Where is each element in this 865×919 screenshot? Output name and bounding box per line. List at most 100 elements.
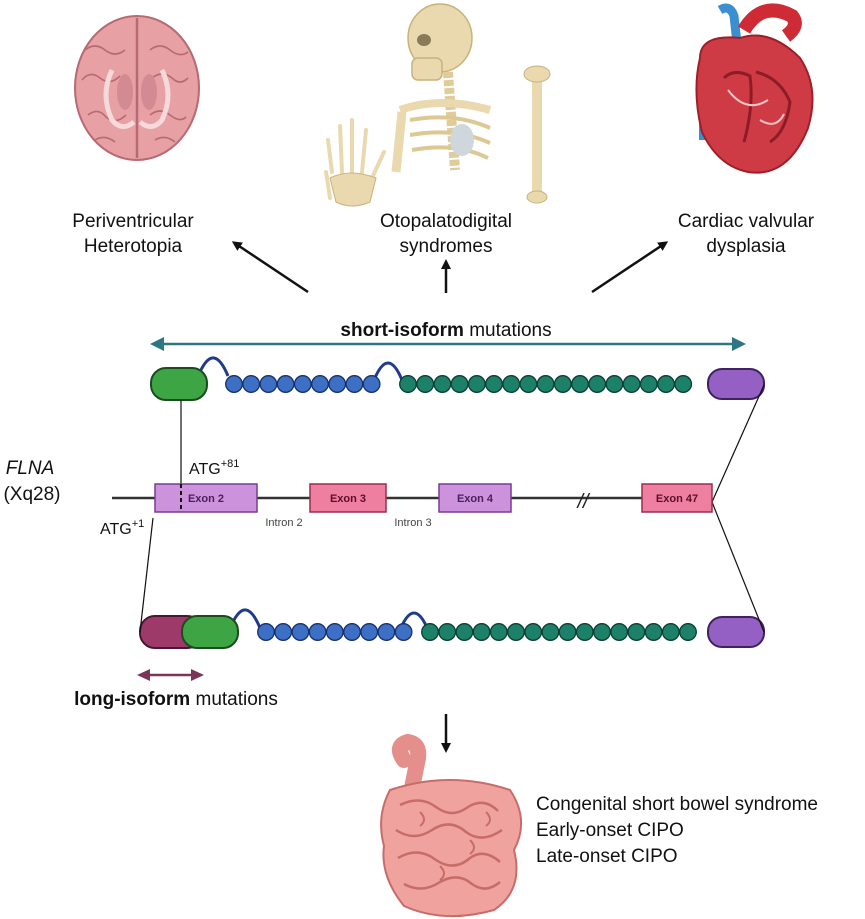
atg81-label: ATG+81 (189, 458, 239, 478)
ig-domain-teal (438, 623, 457, 641)
c-terminal-domain-long (707, 616, 765, 648)
c-terminal-domain (707, 368, 765, 400)
ig-domain-teal (593, 623, 611, 641)
ig-domain-blue (274, 623, 293, 641)
skeleton-icon (324, 3, 551, 207)
ig-domain-blue (325, 623, 344, 641)
hinge-1 (198, 356, 230, 377)
ig-domain-teal (674, 375, 693, 393)
ig-domain-blue (242, 375, 261, 393)
atg1-sup: +1 (132, 518, 145, 530)
gene-break-mark: // (575, 491, 591, 513)
short-isoform-label: short-isoform mutations (340, 320, 551, 341)
bowel-condition-3: Late-onset CIPO (536, 846, 678, 867)
ig-domain-teal (657, 375, 675, 393)
gene-name: FLNA (6, 458, 55, 479)
blue-domains (225, 375, 381, 393)
ig-domain-teal (639, 375, 658, 393)
exon-3-label: Exon 3 (330, 493, 366, 505)
arrow-to-brain (231, 241, 309, 294)
short-isoform-bold: short-isoform (340, 320, 464, 341)
ig-domain-blue (394, 623, 413, 641)
ig-domain-teal (541, 623, 560, 641)
ig-domain-teal (399, 375, 417, 393)
bowel-condition-1: Congenital short bowel syndrome (536, 794, 818, 815)
ig-domain-teal (536, 375, 555, 393)
ig-domain-blue (259, 375, 278, 393)
ig-domain-teal (679, 623, 697, 641)
short-isoform-range-arrow (150, 337, 746, 351)
ig-domain-teal (553, 375, 572, 393)
ig-domain-blue (328, 375, 347, 393)
exon-3-box (309, 483, 387, 513)
bowel-condition-2: Early-onset CIPO (536, 820, 684, 841)
ig-domain-blue (257, 623, 275, 641)
blue-domains-long (257, 623, 413, 641)
ig-domain-teal (485, 375, 503, 393)
heart-label-line2: dysplasia (706, 236, 786, 257)
hinge-1-long (230, 608, 262, 629)
atg81-base: ATG (189, 461, 221, 478)
ig-domain-blue (308, 623, 327, 641)
ig-domain-teal (610, 623, 629, 641)
ig-domain-blue (345, 375, 364, 393)
connector-top-right (711, 384, 765, 503)
long-isoform-protein (139, 608, 765, 649)
ig-domain-teal (644, 623, 663, 641)
ig-domain-teal (524, 623, 543, 641)
brain-label-line2: Heterotopia (84, 236, 183, 257)
long-isoform-label: long-isoform mutations (74, 689, 278, 710)
ig-domain-teal (421, 623, 439, 641)
teal-domains-long (421, 623, 697, 641)
skeleton-label-line2: syndromes (400, 236, 493, 257)
ig-domain-blue (276, 375, 295, 393)
gene-locus: (Xq28) (3, 484, 60, 505)
short-isoform-rest: mutations (464, 320, 552, 341)
ig-domain-teal (519, 375, 538, 393)
ig-domain-teal (558, 623, 577, 641)
ig-domain-blue (291, 623, 310, 641)
intron-3-label: Intron 3 (394, 517, 431, 529)
ig-domain-teal (416, 375, 435, 393)
atg81-sup: +81 (221, 458, 240, 470)
atg1-base: ATG (100, 521, 132, 538)
hinge-2 (372, 361, 404, 381)
flna-gene: Exon 2 Exon 3 Exon 4 Exon 47 Intron 2 In… (112, 483, 713, 529)
brain-icon (74, 15, 200, 161)
exon-4-box (438, 483, 512, 513)
ig-domain-teal (605, 375, 624, 393)
long-isoform-bold: long-isoform (74, 689, 190, 710)
heart-icon (695, 3, 814, 174)
long-isoform-range-arrow (137, 669, 204, 681)
exon-4-label: Exon 4 (457, 493, 494, 505)
long-isoform-rest: mutations (190, 689, 278, 710)
ig-domain-teal (450, 375, 469, 393)
heart-label-line1: Cardiac valvular (678, 211, 815, 232)
ig-domain-blue (360, 623, 379, 641)
ig-domain-teal (433, 375, 452, 393)
brain-label-line1: Periventricular (72, 211, 194, 232)
ig-domain-blue (377, 623, 396, 641)
connector-atg1 (139, 517, 154, 633)
connector-bottom-right (711, 501, 765, 633)
short-isoform-protein (150, 356, 765, 401)
ig-domain-blue (311, 375, 329, 393)
exon-47-label: Exon 47 (656, 493, 698, 505)
intestine-icon (380, 733, 523, 918)
ig-domain-blue (225, 375, 243, 393)
atg1-label: ATG+1 (100, 518, 144, 538)
ig-domain-blue (362, 375, 381, 393)
ig-domain-teal (588, 375, 607, 393)
actin-binding-domain (150, 367, 208, 401)
ig-domain-teal (489, 623, 508, 641)
ig-domain-blue (343, 623, 361, 641)
ig-domain-teal (507, 623, 525, 641)
ig-domain-teal (622, 375, 641, 393)
ig-domain-teal (502, 375, 521, 393)
intron-2-label: Intron 2 (265, 517, 302, 529)
exon-2-box (154, 483, 258, 513)
teal-domains (399, 375, 693, 393)
exon-47-box (641, 483, 713, 513)
ig-domain-teal (472, 623, 491, 641)
